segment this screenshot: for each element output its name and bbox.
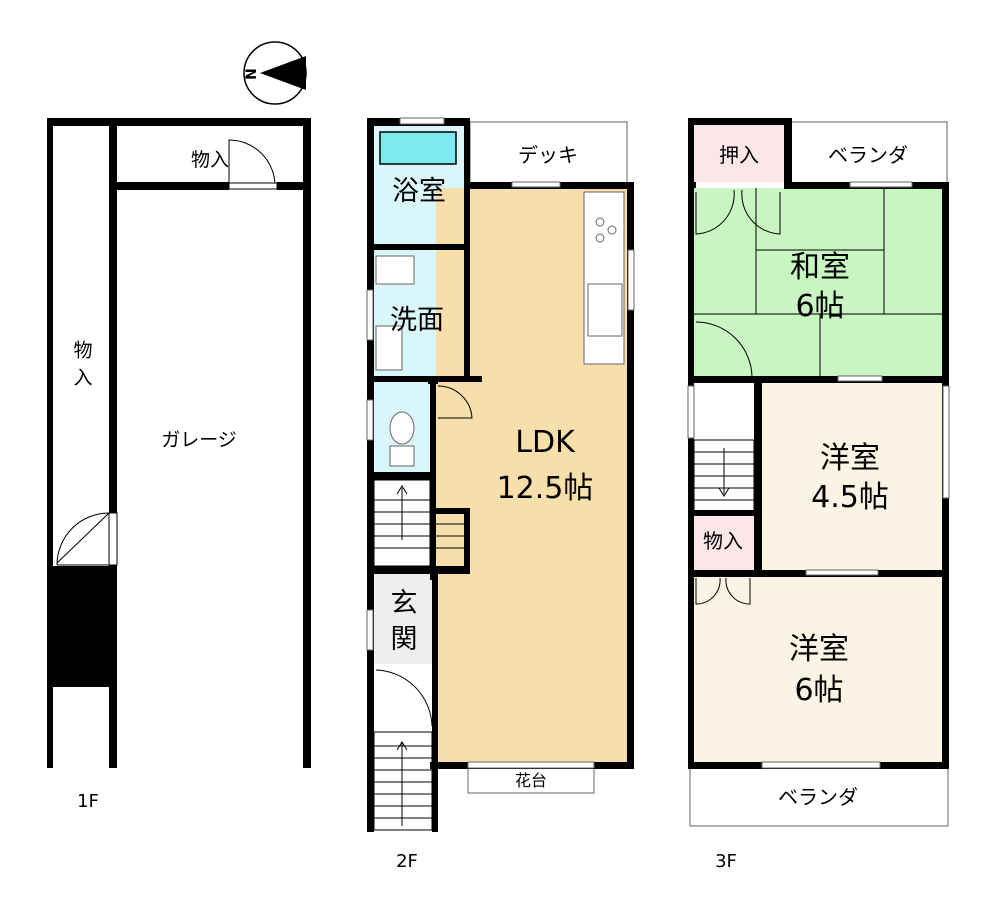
room-label-1f-storage-left-vertical: 物 [73,340,93,362]
room-label-1f-storage-left: 物 [73,340,93,362]
compass-north-label: N [244,68,260,80]
room-label-2f-genkan-2: 関 [391,624,418,655]
room-label-1f-garage: ガレージ [161,429,237,451]
kitchen-counter-icon [583,191,625,365]
room-label-3f-washitsu: 和室 [790,250,850,285]
room-label-3f-yoshitsu2-size: 6帖 [794,673,843,708]
room-label-3f-storage: 物入 [703,529,743,553]
floor-1f: 物入 ガレージ 物 入 1F [47,118,311,812]
area-3f-veranda-bottom [689,765,949,827]
area-3f-yoshitsu2 [694,576,942,762]
room-label-3f-veranda-bottom: ベランダ [778,785,858,809]
area-3f-yoshitsu1 [760,382,942,570]
floor-1f-storage-door [228,139,278,190]
floor-label-1f: 1F [77,791,99,812]
toilet-icon [389,411,415,467]
room-label-3f-closet: 押入 [719,143,759,167]
room-label-3f-veranda-top: ベランダ [828,143,908,167]
tatami-lines [694,188,942,376]
washbasin-icon [375,255,415,371]
floor-3f: 押入 ベランダ 和室 6帖 洋室 4.5帖 物入 洋室 6帖 ベランダ 3F [687,118,950,872]
floor-1f-walls [47,118,311,768]
floor-1f-left-storage-door [56,512,118,566]
room-label-2f-deck: デッキ [518,143,578,167]
floor-2f: デッキ 浴室 洗面 LDK 12.5帖 玄 関 花台 2F [366,117,635,872]
room-label-3f-washitsu-size: 6帖 [795,289,844,324]
area-3f-closet [694,124,784,182]
bathtub-icon [379,131,457,165]
room-label-1f-storage-top: 物入 [191,149,229,171]
floor-2f-windows [366,117,635,769]
area-2f-genkan [374,574,434,664]
doors-3f [695,189,781,605]
room-label-3f-yoshitsu1-size: 4.5帖 [811,480,889,515]
door-2f-genkan [375,669,433,727]
room-label-2f-flower-stand: 花台 [515,771,547,790]
compass: N [243,41,307,105]
door-2f-toilet [437,385,473,419]
room-label-2f-ldk: LDK [515,425,576,460]
room-label-3f-yoshitsu2: 洋室 [789,632,849,667]
stairs-2f-lower-icon [373,731,433,831]
area-3f-storage [694,514,754,570]
floor-label-3f: 3F [715,851,737,872]
stairs-3f-icon [693,439,755,515]
compass-needle-icon [260,56,306,90]
room-label-1f-storage-left-2: 入 [73,367,92,389]
room-label-2f-ldk-size: 12.5帖 [497,471,594,506]
room-label-2f-genkan-1: 玄 [391,588,418,619]
area-3f-washitsu [694,188,942,376]
room-label-3f-yoshitsu1: 洋室 [820,441,880,476]
floor-3f-windows [687,181,950,769]
floor-label-2f: 2F [396,851,418,872]
room-label-2f-washroom: 洗面 [390,305,444,336]
room-label-2f-bath: 浴室 [392,176,446,207]
